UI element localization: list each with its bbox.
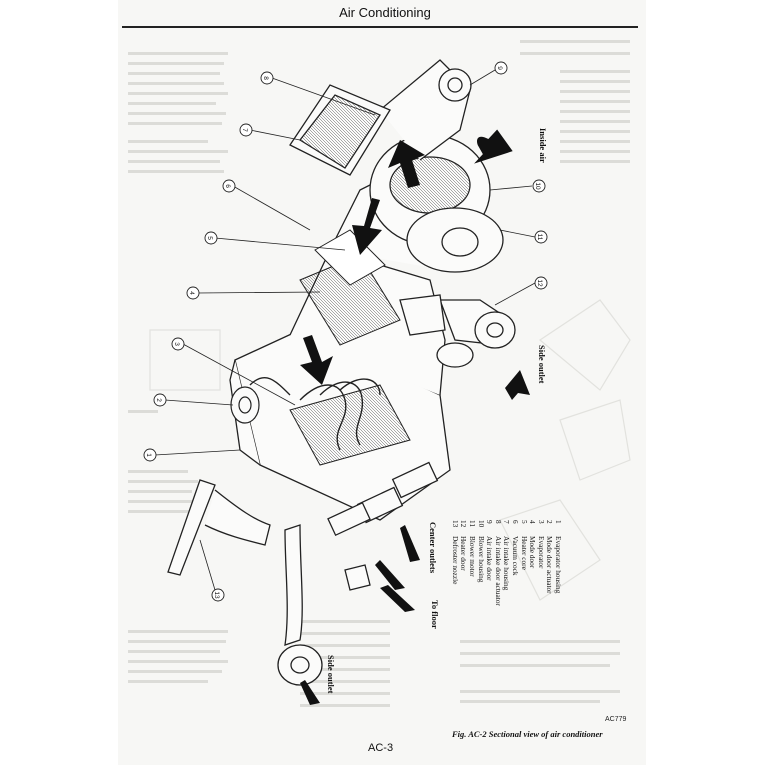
callout-markers: [143, 61, 548, 602]
evaporator-core: [289, 229, 411, 466]
legend-row: 5Heater core: [519, 520, 529, 570]
legend-row: 1Evaporator housing: [554, 520, 563, 594]
page-number: AC-3: [368, 742, 394, 754]
callout-2: 2: [155, 398, 162, 402]
defroster-nozzle: [167, 479, 271, 576]
callout-4: 4: [188, 291, 195, 295]
to-floor-label: To floor: [430, 600, 440, 629]
callout-3: 3: [173, 342, 180, 346]
side-outlet-left-label: Side outlet: [326, 655, 336, 694]
inside-air-label: Inside air: [538, 128, 548, 163]
side-outlet-right-label: Side outlet: [537, 345, 547, 384]
parts-legend: 1Evaporator housing 2Mode door actuator …: [450, 520, 563, 606]
callout-5: 5: [206, 236, 213, 240]
legend-row: 6Vacuum cock: [511, 520, 521, 576]
figure-caption: Fig. AC-2 Sectional view of air conditio…: [452, 729, 603, 739]
legend-row: 8Air intake door actuator: [493, 520, 503, 606]
airflow-arrows: [300, 129, 530, 705]
legend-row: 13Defroster nozzle: [450, 520, 460, 585]
callout-8: 8: [262, 76, 269, 80]
callout-7: 7: [241, 128, 248, 132]
callout-11: 11: [536, 234, 543, 241]
page-title: Air Conditioning: [339, 5, 431, 20]
callout-9: 9: [496, 66, 503, 70]
figure-reference-code: AC779: [605, 716, 627, 723]
refrigerant-tubes: [249, 376, 381, 451]
callout-13: 13: [213, 591, 220, 599]
mode-door-actuator: [230, 386, 260, 424]
legend-row: 7Air intake housing: [502, 520, 512, 591]
legend-row: 9Air intake door: [485, 520, 495, 581]
side-outlet-right-duct: [399, 294, 516, 368]
legend-row: 3Evaporator: [536, 520, 546, 569]
left-side-outlet-duct: [277, 524, 371, 686]
header-rule: [122, 26, 638, 28]
callout-1: 1: [145, 453, 152, 457]
legend-row: 12Heater door: [459, 520, 469, 571]
legend-row: 2Mode door actuator: [545, 520, 555, 594]
air-intake-housing: [289, 84, 391, 176]
legend-row: 4Mode door: [528, 520, 538, 569]
center-outlets-label: Center outlets: [428, 522, 438, 574]
legend-row: 11Blower motor: [468, 520, 478, 577]
callout-10: 10: [534, 182, 541, 190]
legend-row: 10Blower housing: [476, 520, 486, 583]
callout-6: 6: [224, 184, 231, 188]
callout-leaders: [154, 69, 536, 591]
callout-12: 12: [536, 279, 543, 287]
